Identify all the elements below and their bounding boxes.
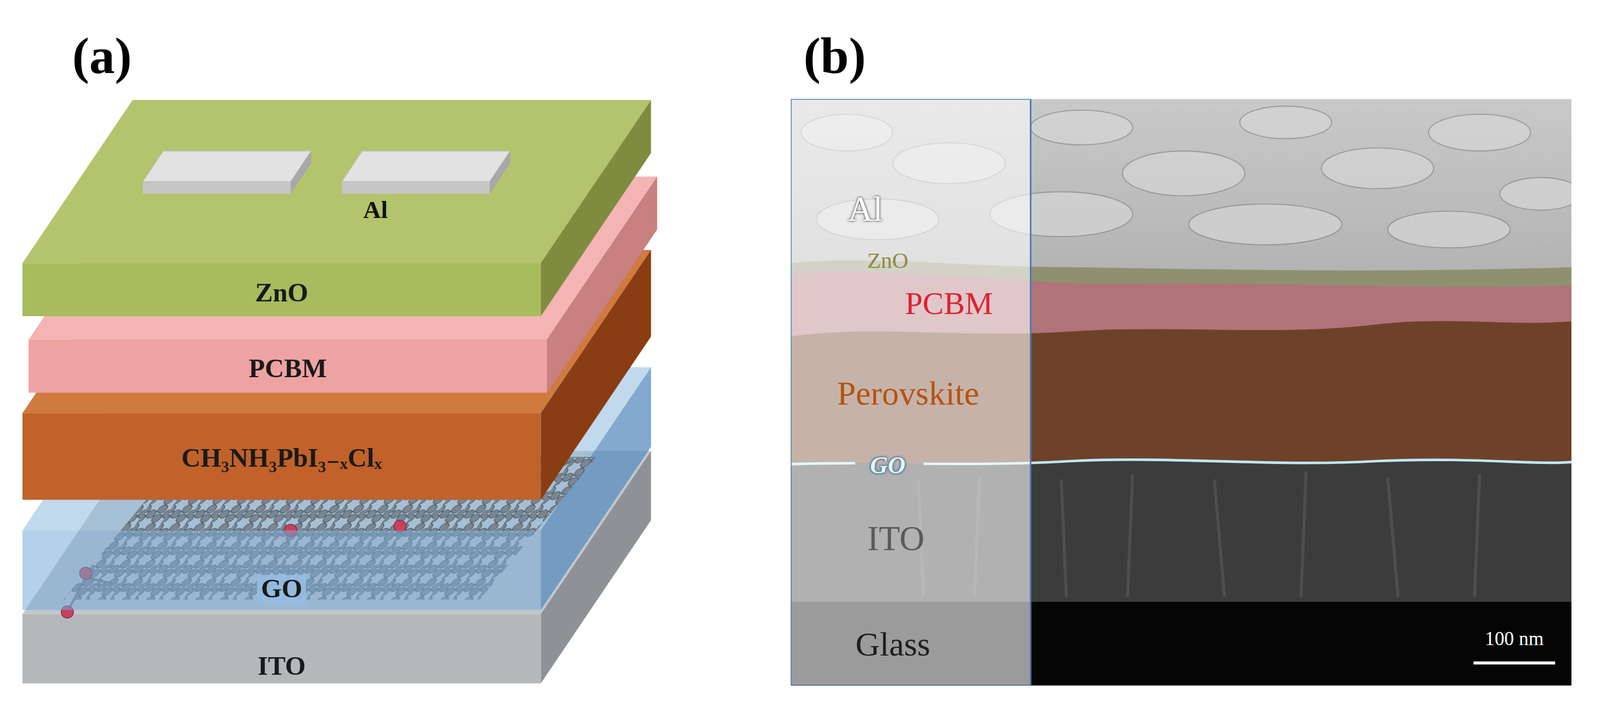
layer-name: ITO — [257, 652, 306, 682]
zno-slab — [22, 99, 651, 317]
layer-slab: CH₃NH₃PbI₃₋ₓClₓ — [22, 413, 542, 500]
panel-label: (b) — [803, 28, 867, 85]
layer-name: PCBM — [248, 354, 327, 384]
layer-name: GO — [257, 575, 307, 605]
layer-name: ZnO — [254, 279, 309, 309]
scale-bar-label: 100 nm — [1485, 628, 1544, 651]
go-slab-front — [22, 530, 542, 611]
layer-label: PCBM — [905, 286, 994, 322]
layer-label: Perovskite — [837, 375, 980, 412]
layer-label: ZnO — [867, 248, 909, 274]
layer-label: Al — [848, 190, 883, 228]
layer-label: ITO — [867, 519, 925, 558]
panel-label: (a) — [72, 28, 132, 85]
layer-slab: ITO — [22, 614, 542, 684]
layer-label: GO — [870, 452, 906, 479]
layer-slab: ZnO — [22, 263, 542, 317]
layer-slab: GO — [22, 530, 542, 611]
scale-bar — [1473, 661, 1556, 666]
electrode-label: Al — [363, 196, 388, 224]
al-electrode-pads — [142, 151, 511, 194]
layer-label: Glass — [855, 626, 930, 663]
layer-name: CH₃NH₃PbI₃₋ₓClₓ — [181, 444, 382, 474]
layer-slab: PCBM — [28, 339, 548, 394]
sem-cross-section — [790, 98, 1572, 686]
